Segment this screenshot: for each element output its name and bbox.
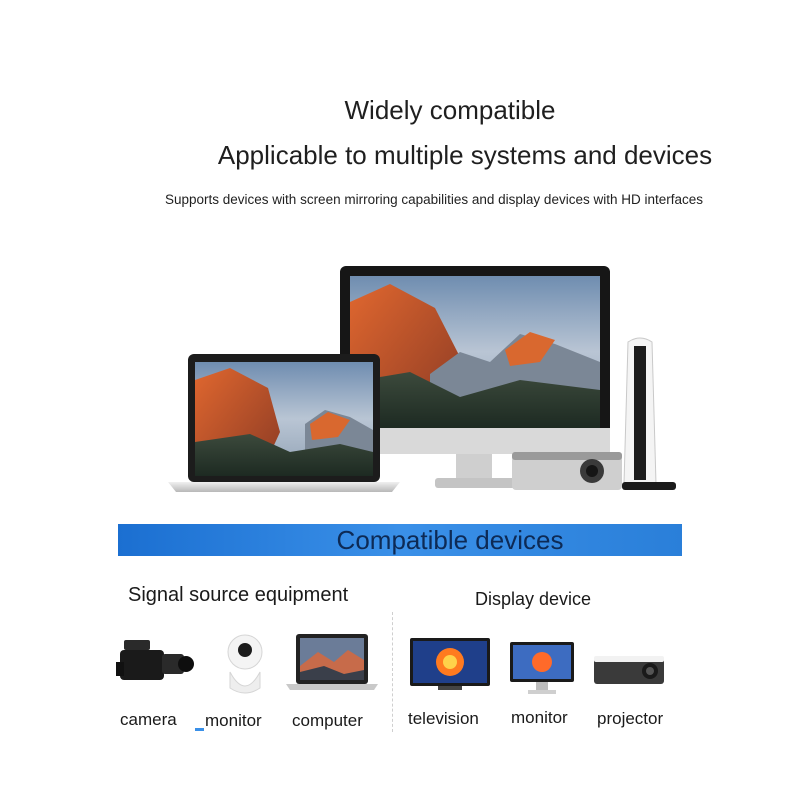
headline-secondary: Applicable to multiple systems and devic… bbox=[217, 140, 713, 170]
headline-subtitle: Supports devices with screen mirroring c… bbox=[165, 192, 703, 207]
source-label-camera: camera bbox=[120, 710, 177, 729]
headline-primary: Widely compatible bbox=[344, 95, 556, 125]
device-group-illustration bbox=[168, 266, 676, 492]
desktop-monitor-image bbox=[340, 266, 610, 488]
laptop-icon bbox=[286, 634, 378, 690]
mini-projector-image bbox=[512, 452, 622, 490]
laptop-image bbox=[168, 354, 400, 492]
source-label-computer: computer bbox=[292, 711, 363, 730]
television-icon bbox=[410, 638, 490, 690]
projector-icon bbox=[594, 656, 664, 684]
display-label-projector: projector bbox=[597, 709, 664, 728]
section-divider bbox=[392, 612, 393, 732]
label-underline-accent bbox=[195, 728, 204, 731]
display-label-monitor: monitor bbox=[511, 708, 568, 727]
game-console-image bbox=[622, 337, 676, 490]
desktop-monitor-icon bbox=[510, 642, 574, 694]
security-camera-icon bbox=[227, 634, 263, 694]
compatible-devices-banner: Compatible devices bbox=[118, 524, 682, 556]
signal-source-title: Signal source equipment bbox=[128, 584, 349, 606]
display-label-television: television bbox=[408, 709, 479, 728]
video-camera-icon bbox=[116, 640, 194, 680]
banner-title: Compatible devices bbox=[336, 525, 564, 555]
display-device-title: Display device bbox=[475, 589, 592, 609]
source-label-monitor: monitor bbox=[205, 711, 262, 730]
